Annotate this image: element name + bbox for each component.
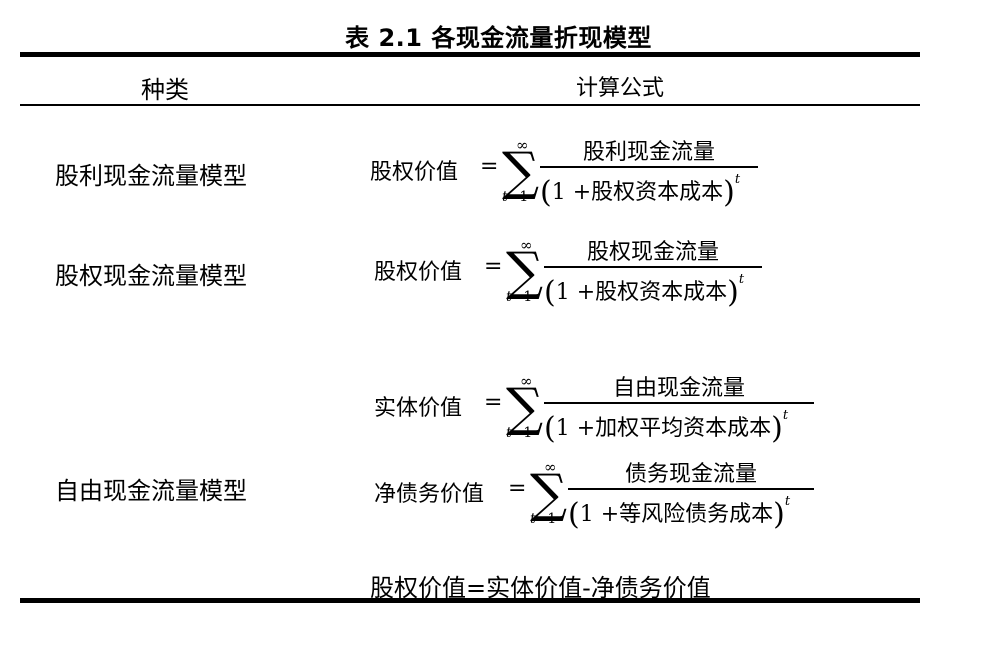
fraction-bar [544, 402, 814, 404]
sum-upper-limit: ∞ [520, 372, 533, 390]
numerator: 债务现金流量 [624, 462, 757, 487]
fraction: 债务现金流量 (1 +等风险债务成本)t [568, 456, 814, 532]
formula-lhs: 实体价值 [374, 396, 463, 421]
numerator: 自由现金流量 [612, 376, 745, 401]
summation-symbol: ∞ ∑ t=1 [502, 136, 540, 205]
denominator: (1 +等风险债务成本)t [568, 494, 791, 532]
fraction: 自由现金流量 (1 +加权平均资本成本)t [544, 370, 814, 446]
denominator: (1 +股权资本成本)t [544, 272, 745, 310]
table-caption: 表 2.1 各现金流量折现模型 [345, 24, 652, 52]
equals-sign: = [484, 254, 503, 279]
sum-lower-limit: t=1 [530, 511, 557, 527]
formula-lhs: 净债务价值 [374, 482, 485, 507]
row-kind-dividend-model: 股利现金流量模型 [55, 162, 247, 190]
denominator: (1 +股权资本成本)t [540, 172, 741, 210]
numerator: 股权现金流量 [586, 240, 719, 265]
summation-symbol: ∞ ∑ t=1 [506, 372, 544, 441]
sum-upper-limit: ∞ [544, 458, 557, 476]
summation-symbol: ∞ ∑ t=1 [530, 458, 568, 527]
equals-sign: = [484, 390, 503, 415]
formula-lhs: 股权价值 [370, 160, 459, 185]
formula-lhs: 股权价值 [374, 260, 463, 285]
sum-lower-limit: t=1 [506, 425, 533, 441]
sum-upper-limit: ∞ [520, 236, 533, 254]
equity-value-relation: 股权价值=实体价值-净债务价值 [370, 574, 711, 602]
fraction: 股利现金流量 (1 +股权资本成本)t [540, 134, 758, 210]
sum-upper-limit: ∞ [516, 136, 529, 154]
table-bottom-rule [20, 598, 920, 603]
numerator: 股利现金流量 [582, 140, 715, 165]
row-kind-free-cashflow-model: 自由现金流量模型 [55, 477, 247, 505]
table-header-rule [20, 104, 920, 106]
equals-sign: = [480, 154, 499, 179]
row-kind-equity-cashflow-model: 股权现金流量模型 [55, 262, 247, 290]
fraction-bar [544, 266, 762, 268]
fraction-bar [540, 166, 758, 168]
fraction-bar [568, 488, 814, 490]
denominator: (1 +加权平均资本成本)t [544, 408, 789, 446]
equals-sign: = [508, 476, 527, 501]
sum-lower-limit: t=1 [506, 289, 533, 305]
column-header-formula: 计算公式 [575, 76, 664, 101]
column-header-kind: 种类 [141, 76, 189, 104]
fraction: 股权现金流量 (1 +股权资本成本)t [544, 234, 762, 310]
table-top-rule [20, 52, 920, 57]
summation-symbol: ∞ ∑ t=1 [506, 236, 544, 305]
sum-lower-limit: t=1 [502, 189, 529, 205]
